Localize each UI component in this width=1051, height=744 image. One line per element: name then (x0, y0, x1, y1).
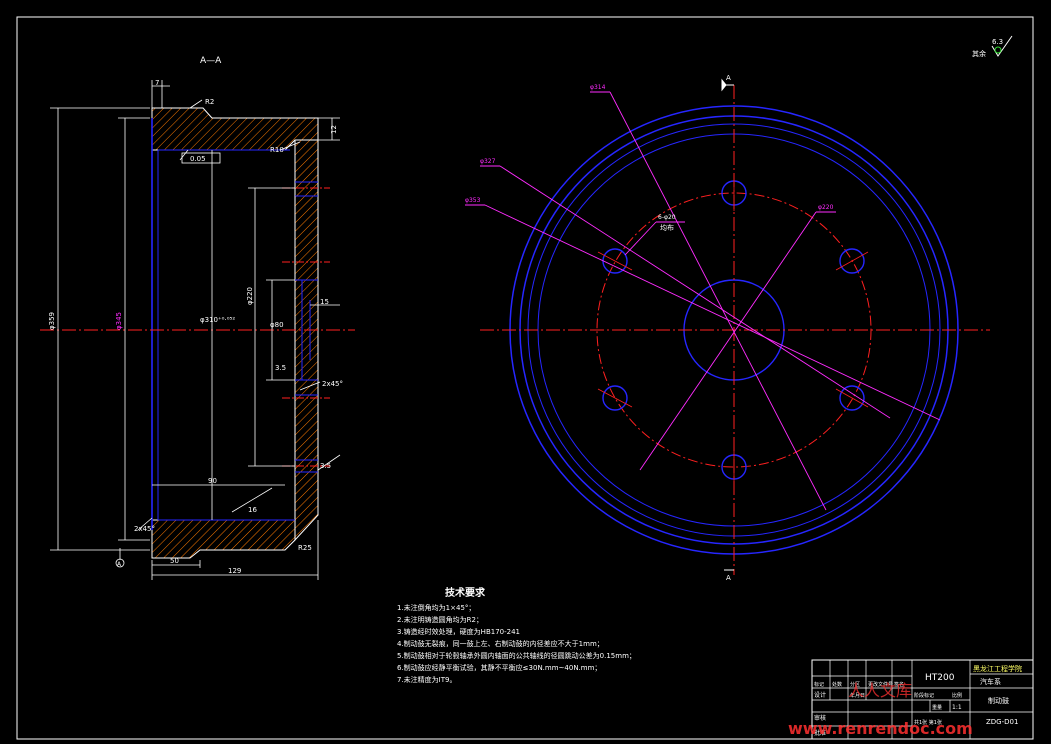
dim-holes-note: 均布 (660, 223, 674, 232)
dim-r10: R10 (270, 146, 284, 154)
tb-mark: 标记 (814, 681, 824, 688)
title-block: HT200 黑龙江工程学院 汽车系 制动鼓 ZDG-D01 1:1 设计 审核 … (811, 659, 1034, 740)
section-mark-top: A (726, 74, 731, 82)
dim-tol: 0.05 (190, 155, 206, 163)
dim-50: 50 (170, 557, 179, 565)
tb-ratio: 比例 (952, 692, 962, 699)
tb-sign: 签名 (894, 681, 904, 688)
dim-d220-front: φ220 (818, 204, 834, 211)
tb-part: 制动鼓 (988, 696, 1009, 705)
tech-line-4: 4.制动鼓无裂痕，同一鼓上左、右制动鼓的内径差应不大于1mm； (397, 639, 604, 648)
tb-approve: 批准 (814, 729, 826, 737)
dim-15: 15 (320, 298, 329, 306)
tb-weight: 重量 (932, 704, 942, 711)
front-view: A A φ314 φ327 φ353 φ220 6-φ20 均布 (465, 74, 990, 582)
dim-r25: R25 (298, 544, 312, 552)
dim-12: 12 (330, 125, 338, 134)
drawing-frame (16, 16, 1034, 740)
tb-code: ZDG-D01 (986, 718, 1018, 726)
dim-129: 129 (228, 567, 241, 575)
tb-scale: 1:1 (952, 704, 962, 711)
section-mark-bottom: A (726, 574, 731, 582)
flange-top-hatch (151, 107, 319, 151)
dim-d220: φ220 (246, 287, 254, 305)
dim-d314: φ314 (590, 84, 606, 91)
dim-d353: φ353 (465, 197, 481, 204)
dim-chamfer-a: 2x45° (134, 525, 155, 533)
tb-stage: 阶段标记 (914, 692, 934, 699)
tech-requirements: 技术要求 1.未注倒角均为1×45°； 2.未注明铸造圆角均为R2； 3.铸造经… (397, 586, 636, 684)
section-view: A—A (40, 56, 355, 580)
tech-line-5: 5.制动鼓相对于轮毂轴承外圆内轴面的公共轴线的径圆跳动公差为0.15mm； (397, 651, 636, 660)
tech-line-1: 1.未注倒角均为1×45°； (397, 603, 475, 612)
watermark-url: www.renrendoc.com (788, 719, 973, 738)
dim-r2: R2 (205, 98, 214, 106)
dim-7: 7 (155, 79, 159, 87)
watermark-cn: 人人文库 (848, 681, 912, 700)
roughness-check-icon (991, 35, 1013, 57)
tech-line-2: 2.未注明铸造圆角均为R2； (397, 615, 483, 624)
dim-35a: 3.5 (275, 364, 286, 372)
web-hatch (294, 139, 319, 542)
roughness-symbol: 其余 6.3 (972, 35, 1013, 58)
bolt-hole-5 (602, 385, 628, 411)
dim-d359: φ359 (48, 312, 56, 330)
tb-sheet: 共1张 第1张 (914, 719, 942, 726)
section-title: A—A (200, 56, 222, 66)
dim-holes: 6-φ20 (658, 214, 676, 221)
tb-school: 黑龙江工程学院 (973, 664, 1022, 673)
dim-d80: φ80 (270, 321, 284, 329)
tb-zone: 分区 (850, 681, 860, 688)
bolt-hole-2 (839, 248, 865, 274)
roughness-value: 6.3 (992, 38, 1003, 46)
tolerance-frame (181, 152, 221, 164)
tb-material: HT200 (925, 673, 955, 683)
dim-90: 90 (208, 477, 217, 485)
tech-line-6: 6.制动鼓应经静平衡试验，其静不平衡应≤30N.mm~40N.mm； (397, 663, 601, 672)
roughness-label: 其余 (972, 49, 986, 58)
tech-line-7: 7.未注精度为IT9。 (397, 675, 456, 684)
tb-dept: 汽车系 (980, 677, 1001, 686)
bolt-hole-3 (839, 385, 865, 411)
tech-title: 技术要求 (445, 586, 486, 599)
dim-d345: φ345 (115, 312, 123, 330)
dim-35b: 3.5 (320, 462, 331, 470)
dim-16: 16 (248, 506, 257, 514)
dim-d327: φ327 (480, 158, 496, 165)
tb-design: 设计 (814, 691, 826, 699)
dim-chamfer-b: 2x45° (322, 380, 343, 388)
tb-count: 处数 (832, 681, 842, 688)
tb-change: 更改文件号 (868, 681, 893, 688)
tech-line-3: 3.铸造经时效处理，硬度为HB170-241 (397, 627, 520, 636)
tb-date: 年月日 (850, 692, 865, 699)
dim-d310: φ310⁺⁰·⁰⁵² (200, 316, 235, 324)
datum-a: A (117, 561, 122, 568)
flange-bottom-hatch (151, 519, 296, 559)
tb-check: 审核 (814, 714, 826, 722)
